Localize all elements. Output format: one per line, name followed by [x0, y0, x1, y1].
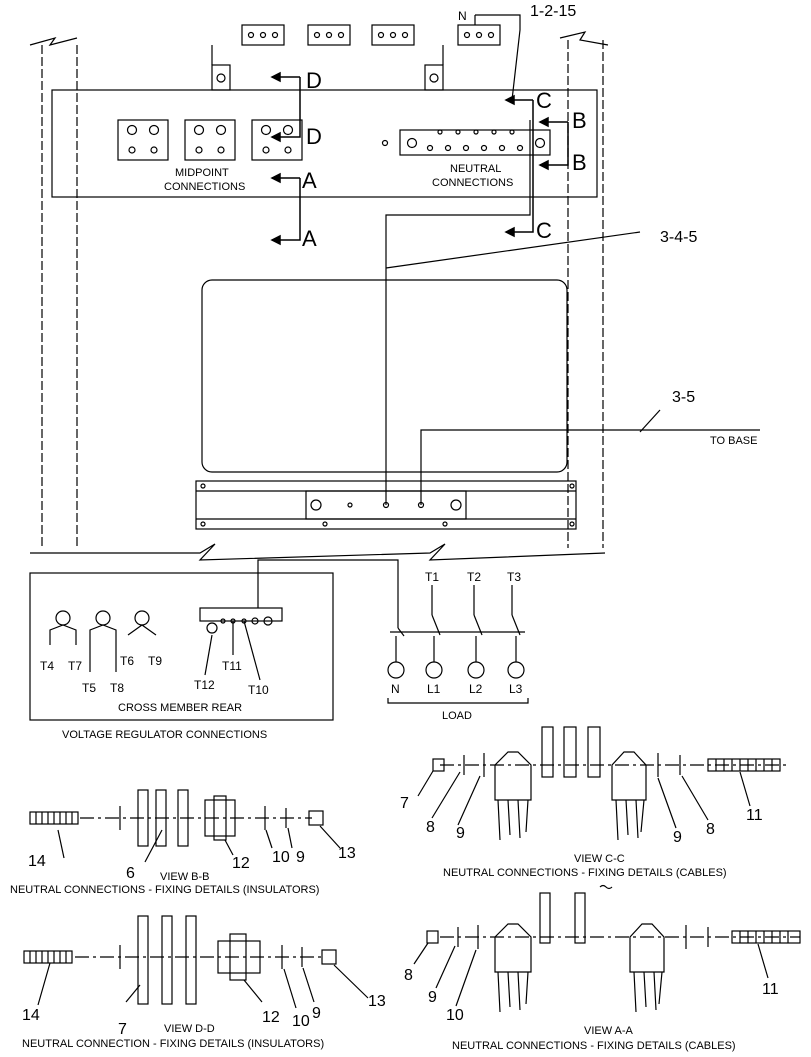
part-10: 10: [272, 849, 290, 866]
section-label-b-top: B: [572, 108, 587, 133]
part-9-left: 9: [456, 825, 465, 842]
terminal-t12: T12: [194, 678, 215, 692]
part-12-dd: 12: [262, 1009, 280, 1026]
part-10-aa: 10: [446, 1007, 464, 1024]
callout-base: 3-5: [672, 389, 695, 406]
break-mark: [559, 31, 609, 46]
section-label-b: B: [572, 150, 587, 175]
midpoint-label-1: MIDPOINT: [175, 167, 229, 179]
main-assembly: [29, 14, 760, 561]
view-aa-subtitle: NEUTRAL CONNECTIONS - FIXING DETAILS (CA…: [452, 1040, 736, 1052]
section-markers: [270, 71, 569, 246]
terminal-t10: T10: [248, 683, 269, 697]
load-t2: T2: [467, 570, 481, 584]
main-panel: [51, 89, 598, 198]
part-13: 13: [338, 845, 356, 862]
regulator-box: [29, 559, 399, 721]
callout-mid: 3-4-5: [660, 229, 697, 246]
regulator-title: CROSS MEMBER REAR: [118, 702, 242, 714]
part-7-dd: 7: [118, 1021, 127, 1038]
terminal-t5: T5: [82, 681, 96, 695]
bracket: [424, 64, 444, 91]
section-label-c: C: [536, 218, 552, 243]
part-8-aa: 8: [404, 967, 413, 984]
view-cc-labels: 7 8 9 9 8 11 VIEW C-C NEUTRAL CONNECTION…: [400, 795, 763, 879]
break-mark: [29, 36, 78, 46]
part-13-dd: 13: [368, 993, 386, 1010]
view-cc-subtitle: NEUTRAL CONNECTIONS - FIXING DETAILS (CA…: [443, 867, 727, 879]
part-8: 8: [426, 819, 435, 836]
callout-top: 1-2-15: [530, 3, 576, 20]
part-9-right: 9: [673, 829, 682, 846]
part-8-right: 8: [706, 821, 715, 838]
load-n: N: [391, 682, 400, 696]
part-11: 11: [746, 807, 763, 824]
section-label-c-top: C: [536, 88, 552, 113]
wires: [385, 14, 760, 505]
view-bb-title: VIEW B-B: [160, 871, 210, 883]
neutral-label-2: CONNECTIONS: [432, 177, 513, 189]
enclosure: [201, 279, 568, 473]
terminal-t9: T9: [148, 654, 162, 668]
break-mark: [30, 543, 606, 561]
view-bb: [29, 789, 341, 863]
part-12: 12: [232, 855, 250, 872]
terminal-t8: T8: [110, 681, 124, 695]
part-9-dd: 9: [312, 1005, 321, 1022]
part-10-dd: 10: [292, 1013, 310, 1030]
load-t3: T3: [507, 570, 521, 584]
load-l3: L3: [509, 682, 523, 696]
part-7: 7: [400, 795, 409, 812]
part-14-dd: 14: [22, 1007, 40, 1024]
bracket: [211, 64, 231, 91]
view-bb-subtitle: NEUTRAL CONNECTIONS - FIXING DETAILS (IN…: [10, 884, 319, 896]
top-terminal-blocks: [241, 24, 501, 46]
part-14: 14: [28, 853, 46, 870]
part-9-aa: 9: [428, 989, 437, 1006]
regulator-labels: T4 T7 T5 T8 T6 T9 T11 T12 T10 CROSS MEMB…: [40, 654, 269, 741]
view-bb-labels: 14 6 12 10 9 13 VIEW B-B NEUTRAL CONNECT…: [10, 845, 356, 896]
view-cc-title: VIEW C-C: [574, 853, 625, 865]
view-dd: [23, 915, 369, 1009]
part-6: 6: [126, 865, 135, 882]
midpoint-blocks: [117, 119, 303, 161]
view-aa: [413, 884, 801, 1013]
to-base-label: TO BASE: [710, 435, 757, 447]
load-l1: L1: [427, 682, 441, 696]
section-labels: D D A A C B B C: [302, 68, 587, 251]
view-dd-title: VIEW D-D: [164, 1023, 215, 1035]
section-label-a-top: A: [302, 168, 317, 193]
neutral-busbar: [381, 129, 551, 156]
section-label-d-top: D: [306, 68, 322, 93]
neutral-label-1: NEUTRAL: [450, 163, 501, 175]
regulator-caption: VOLTAGE REGULATOR CONNECTIONS: [62, 729, 267, 741]
neutral-terminal-label: N: [458, 9, 467, 23]
terminal-t11: T11: [222, 659, 242, 673]
terminal-t7: T7: [68, 659, 82, 673]
load-labels: T1 T2 T3 N L1 L2 L3 LOAD: [391, 570, 523, 722]
section-label-d: D: [306, 124, 322, 149]
part-11-aa: 11: [762, 981, 779, 998]
terminal-t6: T6: [120, 654, 134, 668]
load-t1: T1: [425, 570, 439, 584]
view-dd-labels: 14 7 12 10 9 13 VIEW D-D NEUTRAL CONNECT…: [22, 993, 386, 1050]
midpoint-label-2: CONNECTIONS: [164, 181, 245, 193]
terminal-t4: T4: [40, 659, 54, 673]
load-diagram: [387, 585, 529, 704]
part-9: 9: [296, 849, 305, 866]
view-aa-labels: 8 9 10 11 VIEW A-A NEUTRAL CONNECTIONS -…: [404, 967, 779, 1052]
section-label-a: A: [302, 226, 317, 251]
load-l2: L2: [469, 682, 483, 696]
view-aa-title: VIEW A-A: [584, 1025, 634, 1037]
load-title: LOAD: [442, 710, 472, 722]
view-cc: [417, 726, 790, 841]
view-dd-subtitle: NEUTRAL CONNECTION - FIXING DETAILS (INS…: [22, 1038, 324, 1050]
